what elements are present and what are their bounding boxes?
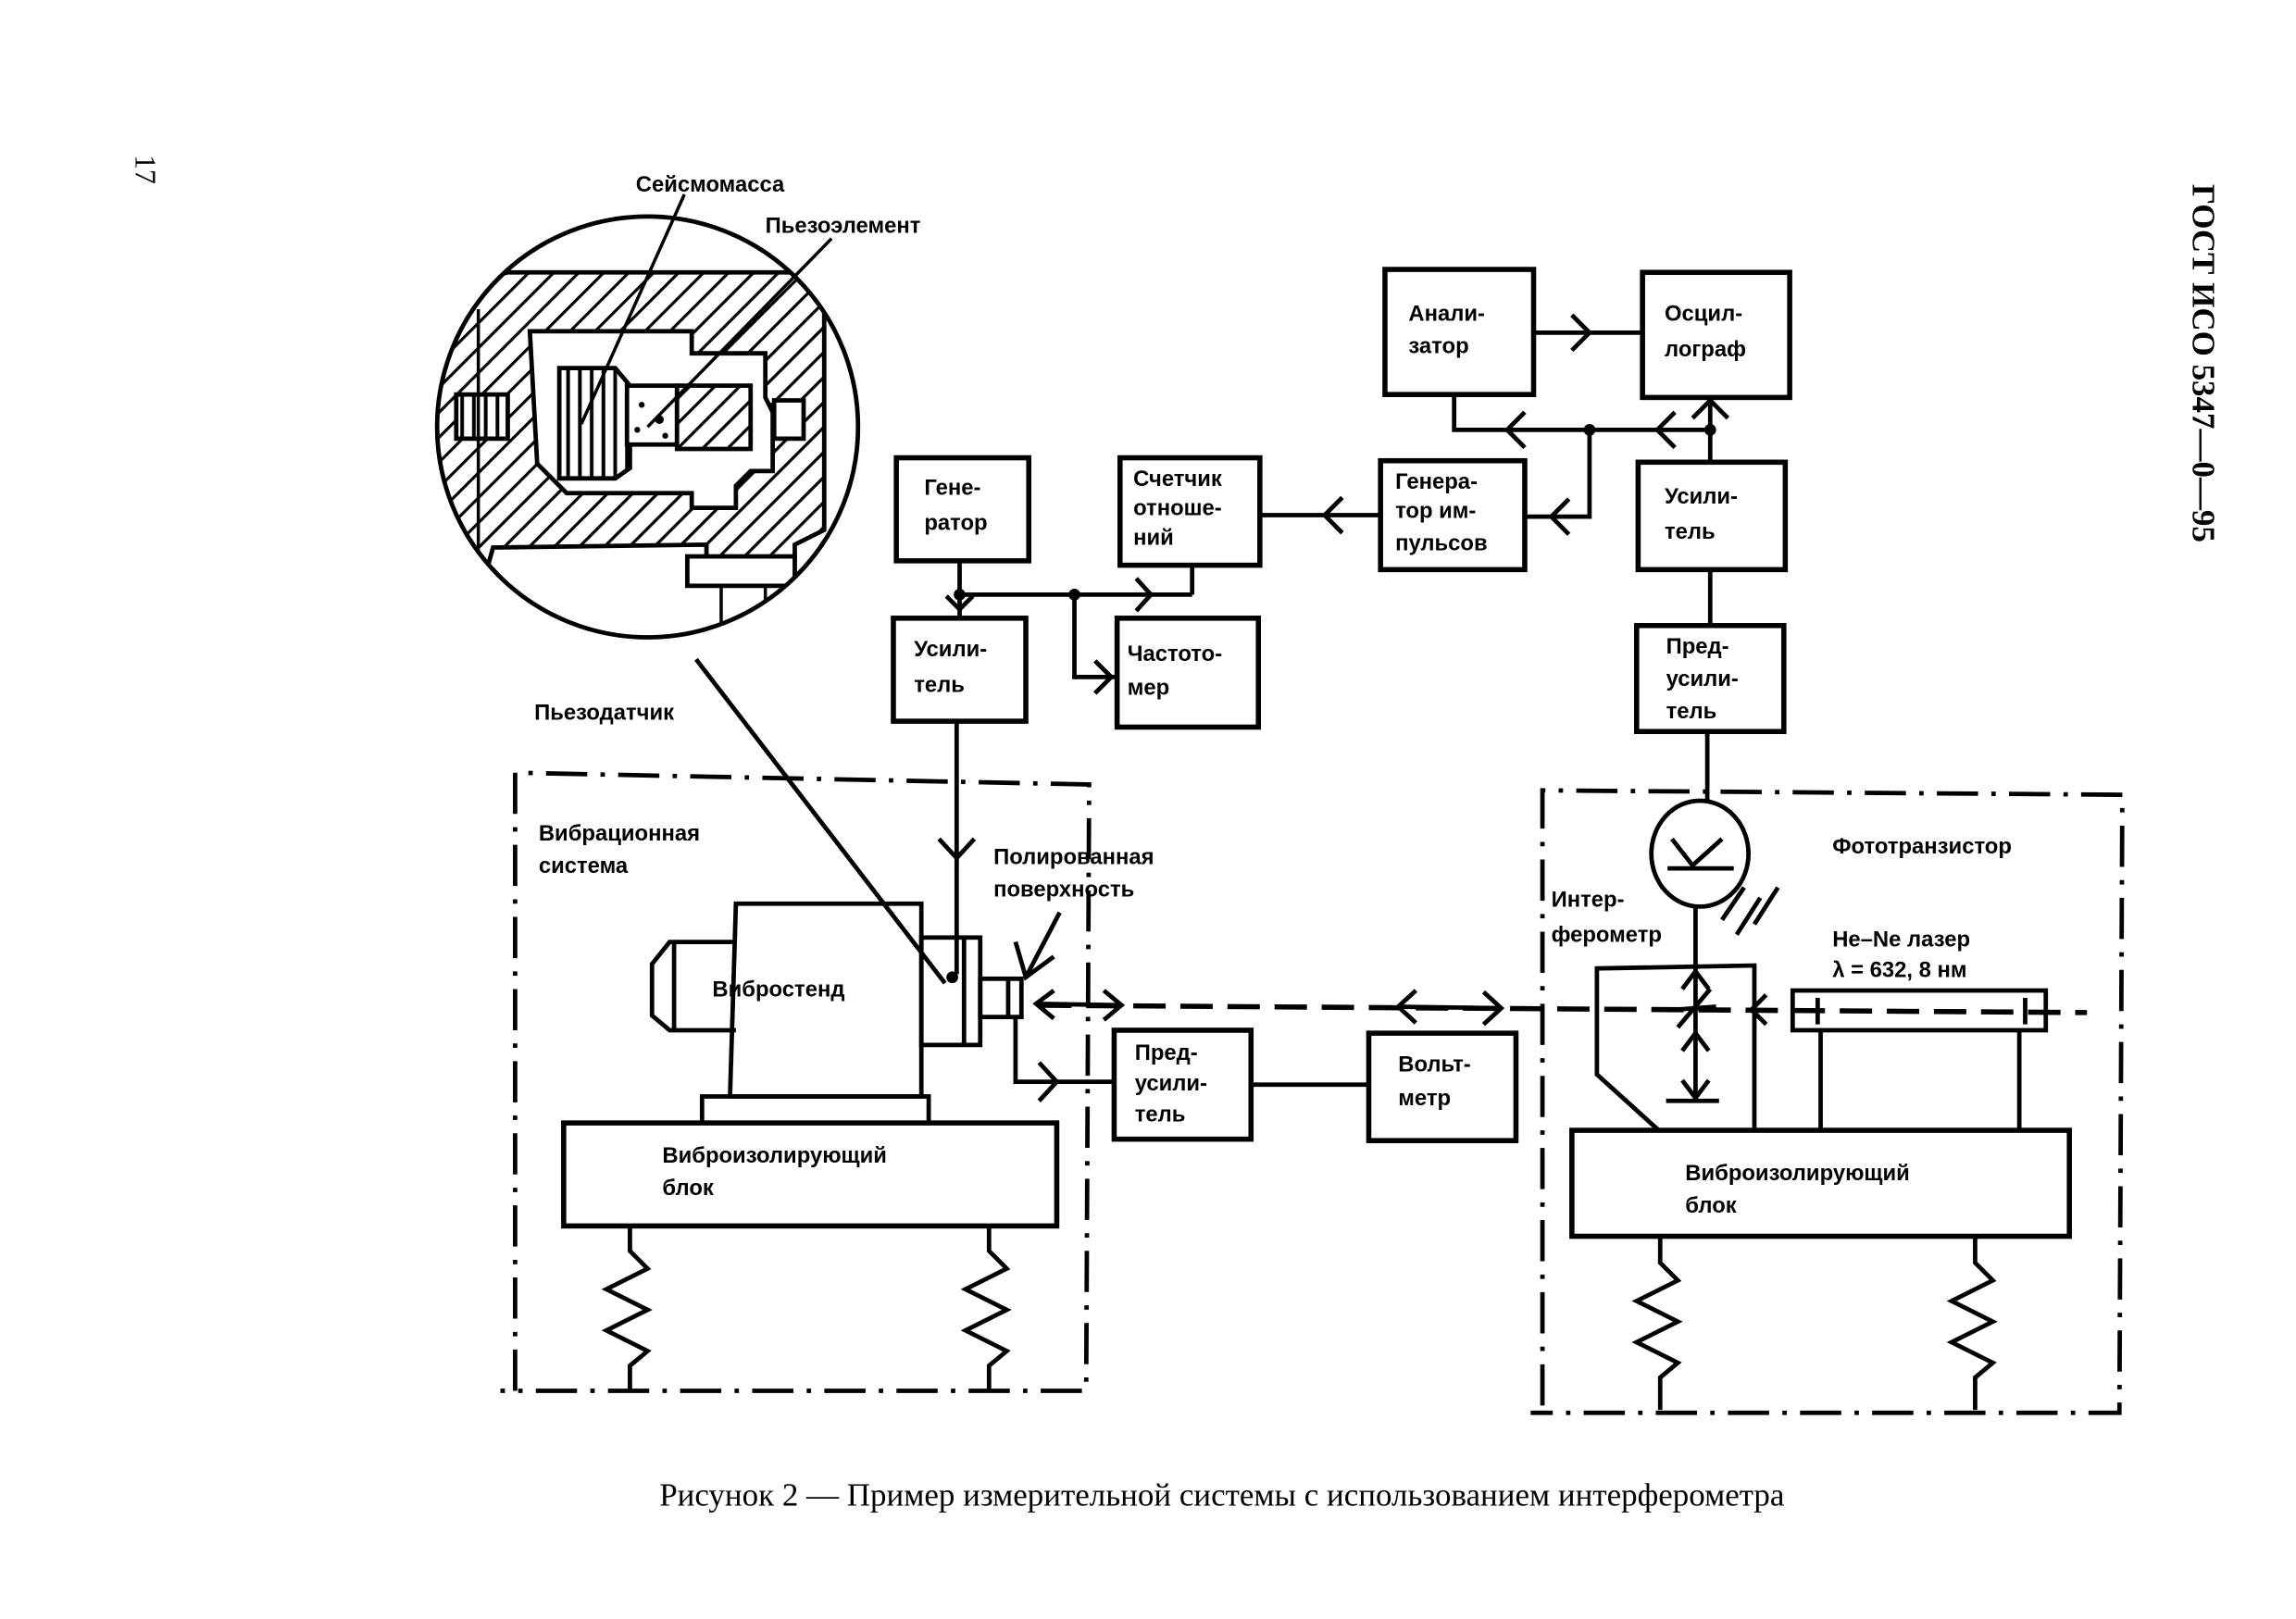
- block-label: усили-: [1135, 1071, 1207, 1096]
- label-polished-surface-2: поверхность: [993, 877, 1134, 902]
- block-label: отноше-: [1133, 496, 1222, 521]
- block-label: метр: [1398, 1086, 1451, 1111]
- interferometer-body: [1594, 906, 1757, 1133]
- signal-wires: [937, 313, 1730, 1102]
- block-analyzer: Анали- затор: [1382, 267, 1537, 397]
- block-pulse-generator: Генера- тор им- пульсов: [1378, 457, 1528, 573]
- label-isolation-block-left-2: блок: [662, 1176, 714, 1201]
- label-isolation-block-right-2: блок: [1685, 1193, 1737, 1218]
- phototransistor-icon: [1649, 798, 1780, 936]
- block-label: ратор: [924, 510, 987, 535]
- interferometer-frame: [1530, 788, 2125, 1415]
- block-label: Вольт-: [1398, 1052, 1470, 1077]
- block-label: Анали-: [1408, 302, 1485, 327]
- label-isolation-block-left: Виброизолирующий: [662, 1143, 887, 1168]
- block-label: тель: [1135, 1102, 1186, 1127]
- block-frequency-meter: Частото- мер: [1114, 616, 1262, 730]
- block-label: затор: [1408, 334, 1468, 359]
- block-label: тель: [914, 672, 965, 697]
- label-interferometer: Интер-: [1552, 887, 1625, 912]
- page-number: 17: [129, 155, 161, 184]
- block-label: усили-: [1666, 666, 1739, 691]
- block-label: мер: [1128, 676, 1169, 701]
- label-isolation-block-right: Виброизолирующий: [1685, 1161, 1910, 1186]
- block-label: Усили-: [1665, 484, 1738, 509]
- block-label: тель: [1665, 519, 1716, 544]
- block-label: пульсов: [1395, 531, 1488, 556]
- block-oscilloscope: Осцил- лограф: [1640, 269, 1792, 401]
- block-label: Осцил-: [1665, 302, 1742, 327]
- block-label: тор им-: [1395, 499, 1476, 524]
- block-preamplifier-right: Пред- усили- тель: [1634, 623, 1787, 735]
- block-voltmeter: Вольт- метр: [1366, 1030, 1519, 1143]
- block-amplifier-right: Усили- тель: [1635, 459, 1789, 573]
- block-label: ний: [1133, 525, 1174, 550]
- block-preamplifier-mid: Пред- усили- тель: [1111, 1027, 1254, 1142]
- block-amplifier-left: Усили- тель: [891, 616, 1029, 724]
- label-laser-wavelength: λ = 632, 8 нм: [1832, 958, 1966, 983]
- block-label: Пред-: [1666, 634, 1729, 659]
- label-interferometer-2: ферометр: [1552, 923, 1662, 948]
- isolation-block-right: [1569, 1127, 2072, 1239]
- spring-icon: [601, 1226, 1012, 1391]
- shaker: [649, 901, 1024, 1126]
- piezo-sensor-detail: [434, 193, 947, 985]
- label-seismic-mass: Сейсмомасса: [636, 172, 785, 197]
- label-piezo-element: Пьезоэлемент: [766, 213, 921, 238]
- block-label: лограф: [1665, 337, 1746, 362]
- label-piezo-sensor: Пьезодатчик: [534, 701, 674, 726]
- block-label: Усили-: [914, 637, 987, 662]
- laser-beam: [1032, 989, 2088, 1027]
- label-phototransistor: Фототранзистор: [1832, 834, 2012, 859]
- block-label: Генера-: [1395, 469, 1478, 494]
- label-vibration-system-2: система: [539, 853, 629, 878]
- spring-icon: [1631, 1236, 1998, 1411]
- document-header: ГОСТ ИСО 5347—0—95: [2186, 184, 2222, 542]
- label-vibration-system: Вибрационная: [539, 821, 700, 846]
- isolation-block-left: [561, 1120, 1060, 1229]
- block-generator: Гене- ратор: [893, 455, 1032, 564]
- block-label: Частото-: [1128, 641, 1222, 666]
- block-label: Гене-: [924, 475, 980, 500]
- block-label: тель: [1666, 699, 1717, 724]
- figure-caption: Рисунок 2 — Пример измерительной системы…: [659, 1476, 1785, 1513]
- block-ratio-counter: Счетчик отноше- ний: [1117, 455, 1263, 568]
- label-shaker: Вибростенд: [712, 977, 844, 1002]
- block-label: Пред-: [1135, 1040, 1198, 1065]
- label-polished-surface: Полированная: [993, 844, 1154, 869]
- block-label: Счетчик: [1133, 467, 1222, 492]
- vibration-system-frame: [500, 770, 1092, 1393]
- label-laser: He–Ne лазер: [1832, 927, 1970, 952]
- laser-tube: [1790, 988, 2049, 1131]
